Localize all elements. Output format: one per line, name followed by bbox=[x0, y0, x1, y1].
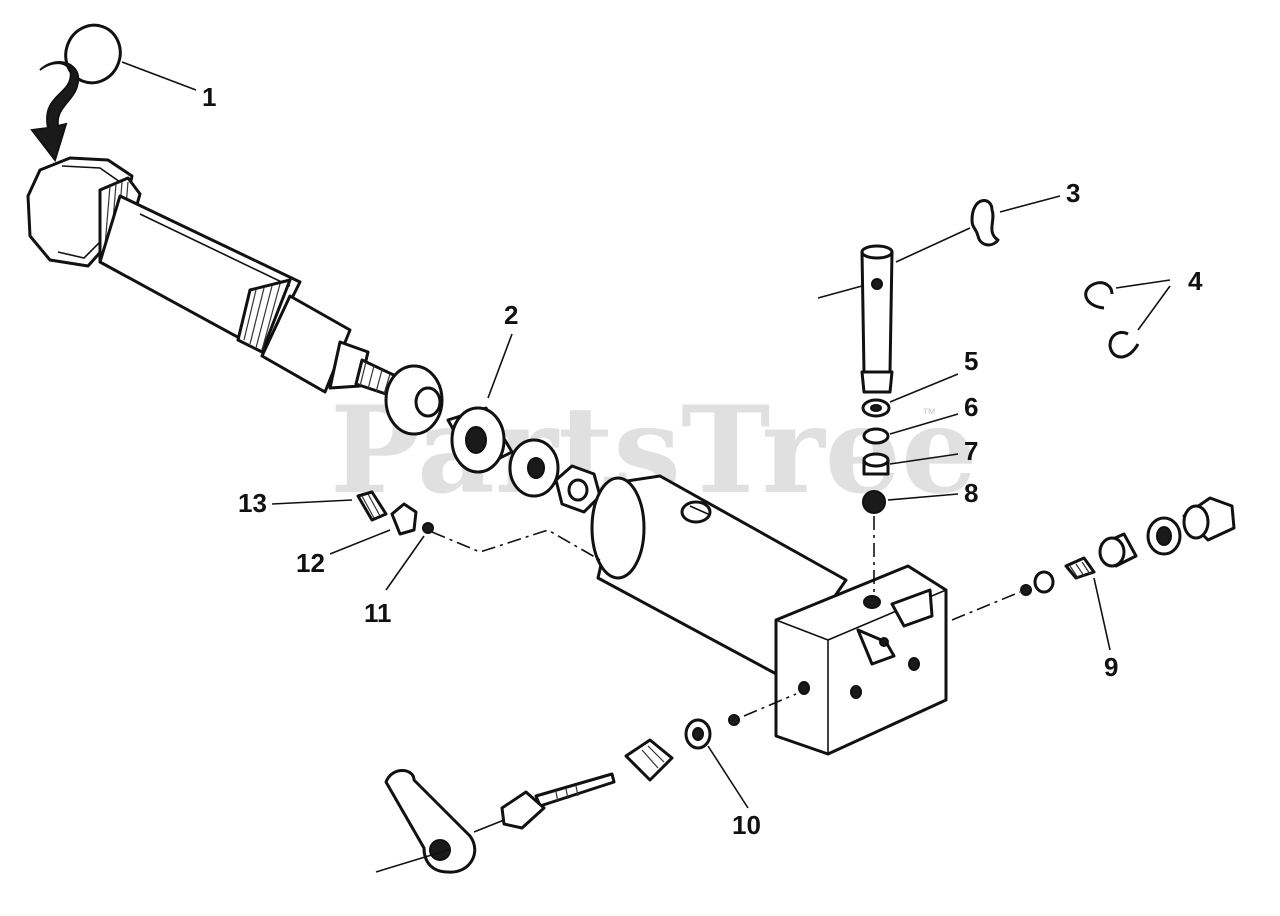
callout-2: 2 bbox=[504, 300, 518, 330]
part-5-washer[interactable] bbox=[861, 398, 891, 418]
callout-labels: 1 2 3 4 5 6 7 8 9 10 11 12 13 bbox=[202, 82, 1203, 840]
part-10-valve-set[interactable] bbox=[624, 714, 740, 782]
part-12-plunger[interactable] bbox=[390, 502, 418, 536]
callout-4: 4 bbox=[1188, 266, 1203, 296]
callout-13: 13 bbox=[238, 488, 267, 518]
part-9-valve-set[interactable] bbox=[1020, 496, 1236, 596]
callout-3: 3 bbox=[1066, 178, 1080, 208]
part-6-o-ring[interactable] bbox=[862, 427, 890, 445]
part-3-hair-pin-clip[interactable] bbox=[970, 199, 1000, 247]
rotation-arrow-icon bbox=[30, 61, 80, 163]
flow-path-lines bbox=[431, 516, 1021, 717]
washer[interactable] bbox=[508, 438, 560, 498]
watermark-trademark: ™ bbox=[922, 405, 936, 421]
hex-nut[interactable] bbox=[554, 464, 602, 514]
callout-8: 8 bbox=[964, 478, 978, 508]
callout-7: 7 bbox=[964, 436, 978, 466]
part-13-spring[interactable] bbox=[356, 490, 388, 522]
release-valve-stem[interactable] bbox=[500, 772, 616, 830]
callout-10: 10 bbox=[732, 810, 761, 840]
callout-9: 9 bbox=[1104, 652, 1118, 682]
release-valve-handle[interactable] bbox=[384, 769, 477, 874]
callout-12: 12 bbox=[296, 548, 325, 578]
callout-1: 1 bbox=[202, 82, 216, 112]
pivot-pin[interactable] bbox=[860, 244, 894, 394]
valve-block[interactable] bbox=[774, 564, 948, 756]
callout-6: 6 bbox=[964, 392, 978, 422]
part-2-piston[interactable] bbox=[384, 364, 514, 474]
part-8-ball[interactable] bbox=[862, 490, 886, 514]
part-1-o-ring[interactable] bbox=[58, 18, 129, 91]
part-4-snap-ring-top[interactable] bbox=[1084, 281, 1114, 310]
callout-5: 5 bbox=[964, 346, 978, 376]
part-4-snap-ring-bottom[interactable] bbox=[1108, 331, 1140, 359]
leader-lines bbox=[121, 61, 1171, 873]
part-11-ball[interactable] bbox=[422, 522, 434, 534]
hydraulic-cylinder[interactable] bbox=[26, 156, 402, 398]
part-7-seat[interactable] bbox=[862, 452, 890, 476]
callout-11: 11 bbox=[364, 598, 392, 628]
